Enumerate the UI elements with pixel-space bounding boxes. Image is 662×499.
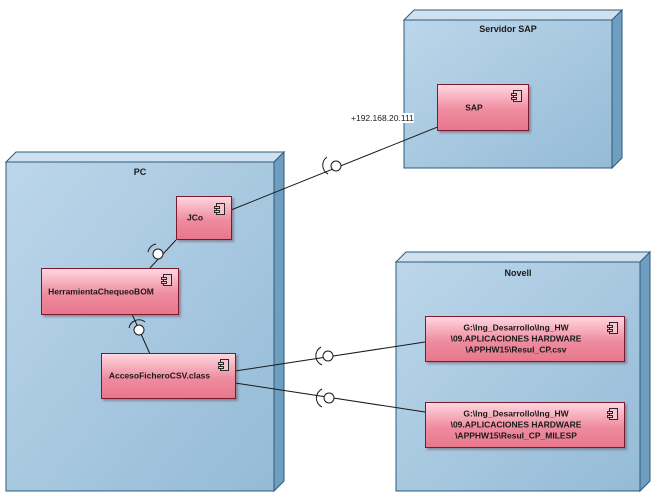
link-jco-sap: [230, 117, 461, 211]
component-sap[interactable]: SAP: [437, 84, 529, 131]
component-jco[interactable]: JCo: [176, 196, 232, 240]
component-jco-label: JCo: [186, 212, 204, 223]
component-icon: [607, 408, 618, 420]
component-herramienta-label: HerramientaChequeoBOM: [48, 286, 154, 296]
interface-herramienta-acceso-icon: [128, 319, 146, 336]
interface-acceso-resul-milesp-icon: [315, 388, 335, 408]
component-icon: [511, 90, 522, 102]
component-resul-cp-label: G:\Ing_Desarrollo\Ing_HW \09.APLICACIONE…: [450, 322, 582, 355]
component-resul-cp-csv[interactable]: G:\Ing_Desarrollo\Ing_HW \09.APLICACIONE…: [425, 316, 625, 362]
component-acceso-label: AccesoFicheroCSV.class: [108, 370, 211, 381]
component-sap-label: SAP: [465, 102, 483, 112]
component-icon: [218, 359, 229, 371]
component-icon: [161, 274, 172, 286]
interface-jco-sap-icon: [322, 156, 342, 175]
component-resul-cp-milesp[interactable]: G:\Ing_Desarrollo\Ing_HW \09.APLICACIONE…: [425, 402, 625, 448]
interface-acceso-resul-cp-icon: [315, 346, 334, 366]
component-icon: [607, 322, 618, 334]
node-title-novell: Novell: [504, 268, 532, 278]
interface-jco-herramienta-icon: [147, 243, 164, 260]
node-novell[interactable]: [394, 250, 652, 493]
component-acceso-fichero-csv[interactable]: AccesoFicheroCSV.class: [101, 353, 236, 399]
node-title-pc: PC: [133, 167, 147, 177]
component-resul-milesp-label: G:\Ing_Desarrollo\Ing_HW \09.APLICACIONE…: [450, 408, 582, 441]
component-herramienta-chequeo-bom[interactable]: HerramientaChequeoBOM: [41, 268, 179, 315]
component-icon: [214, 203, 225, 215]
node-title-servidor-sap: Servidor SAP: [479, 24, 537, 34]
connection-ip-label: +192.168.20.111: [351, 113, 414, 123]
